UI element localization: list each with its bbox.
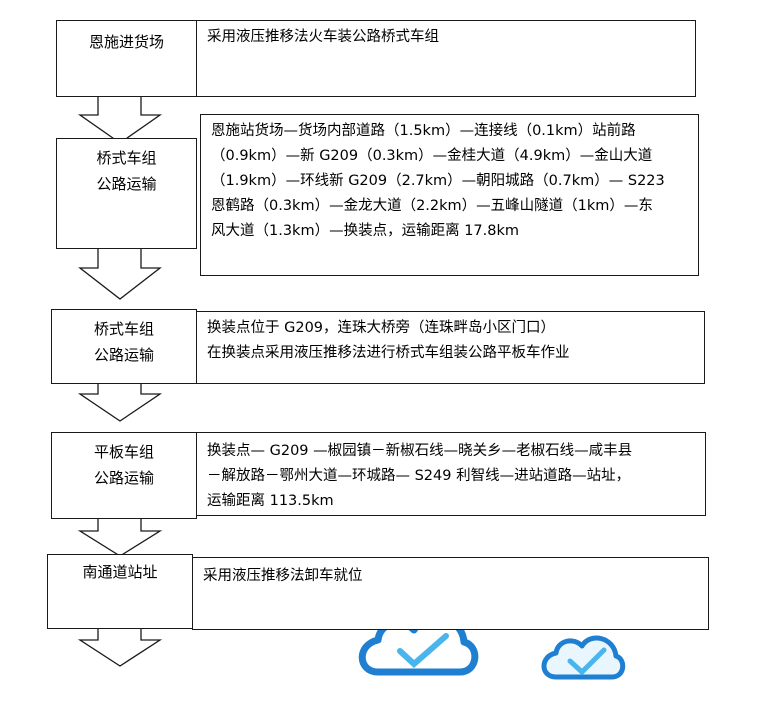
stage-box-3: 桥式车组 公路运输 [51,309,197,384]
desc-line: 风大道（1.3km）—换装点，运输距离 17.8km [211,223,519,239]
stage-box-5: 南通道站址 [47,554,193,629]
down-arrow-icon [77,517,163,557]
down-arrow-icon [77,382,163,422]
cloud-logo-icon [541,635,626,680]
desc-line: 在换装点采用液压推移法进行桥式车组装公路平板车作业 [207,345,570,361]
stage-label: 恩施进货场 [88,33,164,51]
down-arrow-icon [78,247,162,300]
desc-line: 运输距离 113.5km [207,493,334,509]
desc-box-5: 采用液压推移法卸车就位 [192,557,709,630]
stage-label: 平板车组 [93,443,154,461]
desc-line: （1.9km）—环线新 G209（2.7km）—朝阳城路（0.7km）— S22… [211,173,665,189]
down-arrow-icon [77,95,163,144]
desc-line: 换装点位于 G209，连珠大桥旁（连珠畔岛小区门口） [207,320,556,336]
desc-line: －解放路－鄂州大道—环城路— S249 利智线—进站道路—站址， [207,468,631,484]
desc-box-1: 采用液压推移法火车装公路桥式车组 [196,20,696,97]
down-arrow-icon [77,627,163,667]
desc-line: 采用液压推移法卸车就位 [203,568,363,584]
stage-label: 桥式车组 [93,320,154,338]
stage-label: 公路运输 [96,175,157,193]
desc-line: （0.9km）—新 G209（0.3km）—金桂大道（4.9km）—金山大道 [211,148,653,164]
stage-label: 公路运输 [93,469,154,487]
desc-box-3: 换装点位于 G209，连珠大桥旁（连珠畔岛小区门口） 在换装点采用液压推移法进行… [196,311,705,384]
stage-box-4: 平板车组 公路运输 [51,432,197,519]
stage-label: 公路运输 [93,346,154,364]
desc-line: 采用液压推移法火车装公路桥式车组 [207,29,439,45]
stage-label: 桥式车组 [96,149,157,167]
stage-box-2: 桥式车组 公路运输 [56,138,197,249]
desc-box-4: 换装点— G209 —椒园镇－新椒石线—晓关乡—老椒石线—咸丰县 －解放路－鄂州… [196,432,706,516]
stage-label: 南通道站址 [82,563,158,581]
desc-line: 恩施站货场—货场内部道路（1.5km）—连接线（0.1km）站前路 [211,123,636,139]
desc-box-2: 恩施站货场—货场内部道路（1.5km）—连接线（0.1km）站前路 （0.9km… [200,114,699,276]
desc-line: 换装点— G209 —椒园镇－新椒石线—晓关乡—老椒石线—咸丰县 [207,443,633,459]
stage-box-1: 恩施进货场 [56,20,197,97]
desc-line: 恩鹤路（0.3km）—金龙大道（2.2km）—五峰山隧道（1km）—东 [211,198,653,214]
